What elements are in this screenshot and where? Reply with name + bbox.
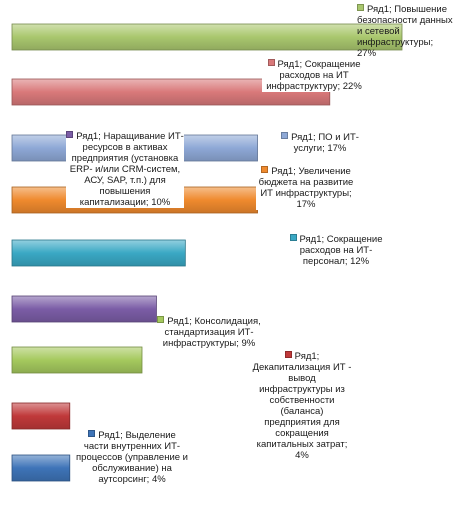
data-label-text: Ряд1; Сокращение расходов на ИТ инфрастр… bbox=[266, 59, 362, 92]
data-label-text: Ряд1; Выделение части внутренних ИТ-проц… bbox=[76, 430, 188, 485]
legend-key-icon bbox=[284, 351, 292, 358]
data-label-text: Ряд1; Повышение безопасности данных и се… bbox=[357, 4, 453, 59]
bar-6 bbox=[11, 295, 157, 323]
bar-8 bbox=[11, 402, 71, 430]
data-label-6: Ряд1; Наращивание ИТ-ресурсов в активах … bbox=[66, 131, 184, 208]
legend-key-icon bbox=[289, 234, 297, 241]
legend-key-icon bbox=[357, 4, 364, 11]
data-label-1: Ряд1; Повышение безопасности данных и се… bbox=[357, 4, 453, 59]
data-label-text: Ряд1; Сокращение расходов на ИТ-персонал… bbox=[299, 234, 383, 267]
data-label-text: Ряд1; Наращивание ИТ-ресурсов в активах … bbox=[69, 131, 184, 208]
legend-key-icon bbox=[66, 131, 74, 138]
bar-9 bbox=[11, 454, 71, 482]
legend-key-icon bbox=[267, 59, 275, 66]
data-label-2: Ряд1; Сокращение расходов на ИТ инфрастр… bbox=[262, 59, 366, 92]
data-label-text: Ряд1; ПО и ИТ-услуги; 17% bbox=[291, 132, 359, 154]
data-label-text: Ряд1; Декапитализация ИТ - вывод инфраст… bbox=[252, 351, 352, 461]
data-label-9: Ряд1; Выделение части внутренних ИТ-проц… bbox=[76, 430, 188, 485]
data-label-7: Ряд1; Консолидация, стандартизация ИТ-ин… bbox=[157, 316, 261, 349]
legend-key-icon bbox=[88, 430, 96, 437]
legend-key-icon bbox=[157, 316, 165, 323]
legend-key-icon bbox=[281, 132, 289, 139]
bar-1 bbox=[11, 23, 403, 51]
bar-7 bbox=[11, 346, 143, 374]
data-label-text: Ряд1; Консолидация, стандартизация ИТ-ин… bbox=[162, 316, 261, 349]
data-label-5: Ряд1; Сокращение расходов на ИТ-персонал… bbox=[286, 234, 386, 267]
data-label-8: Ряд1; Декапитализация ИТ - вывод инфраст… bbox=[252, 351, 352, 461]
data-label-4: Ряд1; Увеличение бюджета на развитие ИТ … bbox=[256, 166, 356, 210]
data-label-3: Ряд1; ПО и ИТ-услуги; 17% bbox=[266, 132, 374, 154]
bar-5 bbox=[11, 239, 186, 267]
data-label-text: Ряд1; Увеличение бюджета на развитие ИТ … bbox=[258, 166, 354, 210]
legend-key-icon bbox=[261, 166, 269, 173]
